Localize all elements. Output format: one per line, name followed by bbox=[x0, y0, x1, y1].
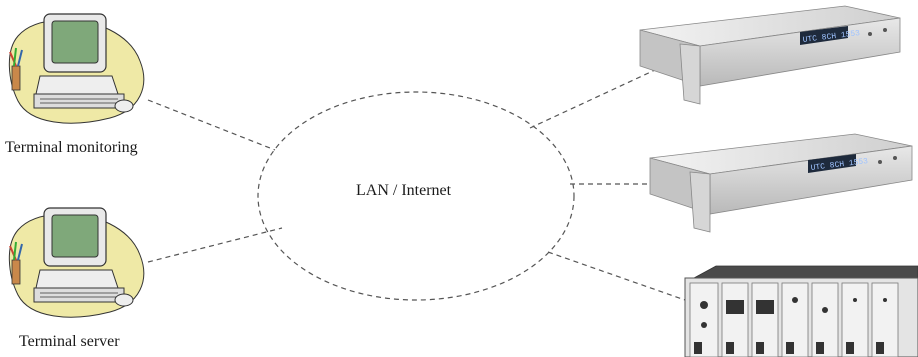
computer-workstation-icon bbox=[8, 13, 145, 124]
computer-workstation-icon bbox=[8, 207, 145, 318]
rack-mount-time-server-icon: UTC 8CH 1553 bbox=[649, 133, 913, 233]
lan-cloud-ellipse bbox=[257, 91, 575, 301]
edge-server-lan bbox=[147, 227, 283, 263]
edge-lan-device-1 bbox=[529, 69, 656, 129]
rack-chassis-modules-icon bbox=[684, 265, 918, 357]
terminal-monitoring-label: Terminal monitoring bbox=[5, 139, 138, 156]
edge-lan-device-3 bbox=[547, 251, 686, 301]
edge-monitoring-lan bbox=[147, 99, 276, 151]
terminal-server-label: Terminal server bbox=[19, 333, 120, 350]
rack-mount-time-server-icon: UTC 8CH 1553 bbox=[639, 5, 901, 105]
lan-internet-label: LAN / Internet bbox=[356, 182, 452, 199]
